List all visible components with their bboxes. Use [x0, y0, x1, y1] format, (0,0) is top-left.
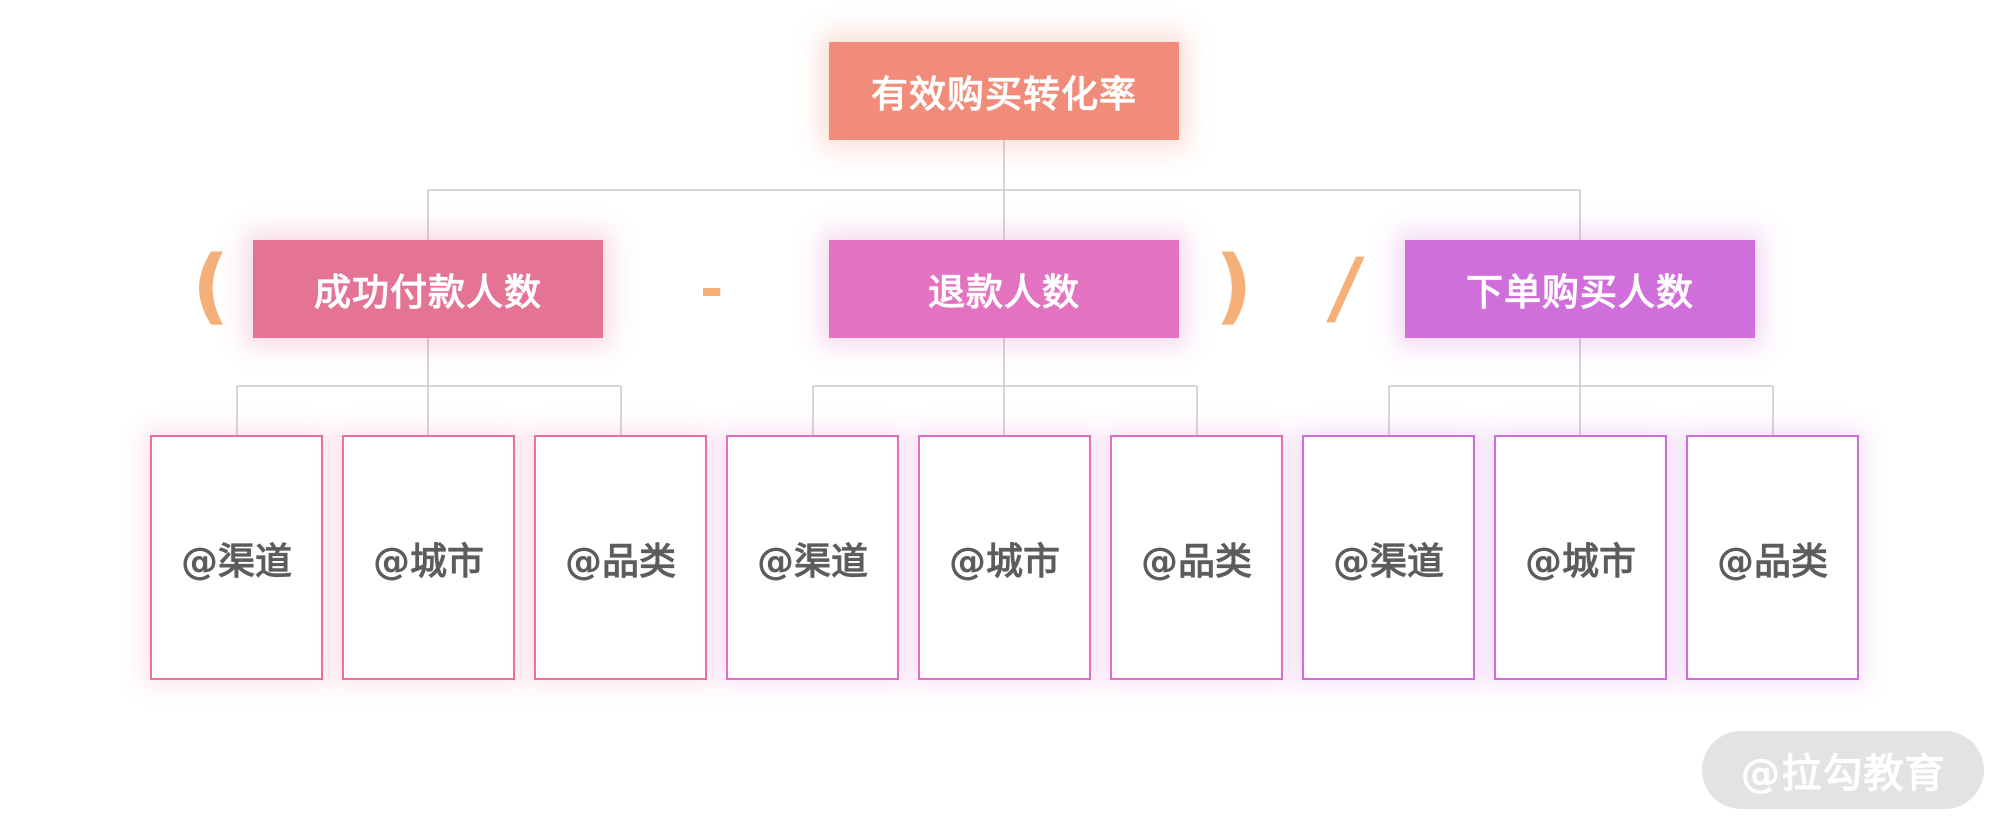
- group-node-paid-users: 成功付款人数: [253, 240, 603, 338]
- leaf-label: @城市: [373, 539, 484, 583]
- leaf-node-category: @品类: [1686, 435, 1859, 680]
- group-label: 下单购买人数: [1466, 271, 1694, 314]
- leaf-label: @渠道: [1333, 539, 1444, 583]
- group-node-order-users: 下单购买人数: [1405, 240, 1755, 338]
- leaf-label: @品类: [1717, 539, 1828, 583]
- minus-operator: -: [700, 257, 724, 322]
- root-metric-label: 有效购买转化率: [871, 73, 1137, 116]
- leaf-node-channel: @渠道: [726, 435, 899, 680]
- right-paren-operator: ): [1215, 239, 1253, 334]
- left-paren-operator: (: [192, 239, 230, 334]
- watermark-text: @拉勾教育: [1740, 751, 1946, 797]
- leaf-label: @品类: [565, 539, 676, 583]
- group-node-refund-users: 退款人数: [829, 240, 1179, 338]
- group-label: 成功付款人数: [314, 271, 542, 314]
- leaf-node-category: @品类: [1110, 435, 1283, 680]
- root-metric-node: 有效购买转化率: [829, 42, 1179, 140]
- leaf-node-city: @城市: [918, 435, 1091, 680]
- leaf-node-channel: @渠道: [1302, 435, 1475, 680]
- leaf-label: @品类: [1141, 539, 1252, 583]
- group-label: 退款人数: [928, 271, 1080, 314]
- leaf-label: @城市: [1525, 539, 1636, 583]
- leaf-label: @渠道: [181, 539, 292, 583]
- leaf-node-city: @城市: [342, 435, 515, 680]
- leaf-label: @渠道: [757, 539, 868, 583]
- leaf-node-category: @品类: [534, 435, 707, 680]
- leaf-node-channel: @渠道: [150, 435, 323, 680]
- leaf-label: @城市: [949, 539, 1060, 583]
- leaf-node-city: @城市: [1494, 435, 1667, 680]
- watermark-badge: @拉勾教育: [1702, 731, 1984, 809]
